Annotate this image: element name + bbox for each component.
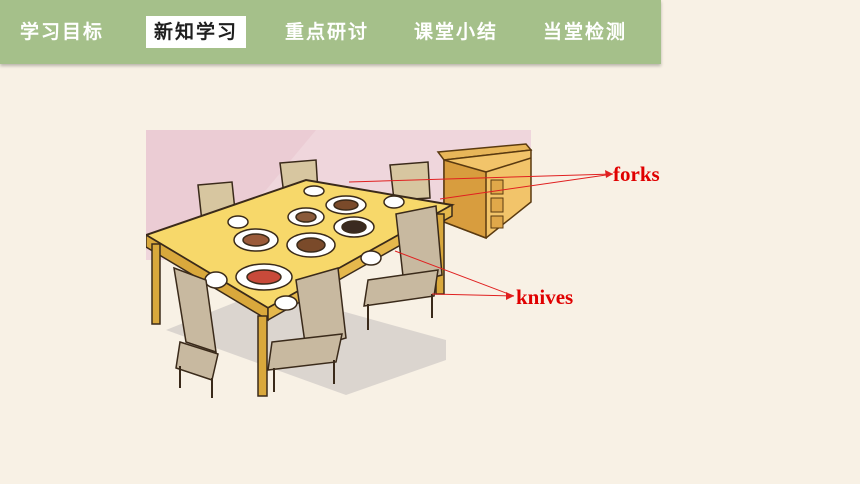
tab-class-test[interactable]: 当堂检测 [543, 21, 628, 43]
dining-table-illustration [143, 130, 533, 402]
chair-legs [179, 294, 433, 398]
knives-label: knives [516, 285, 574, 309]
plates [204, 185, 405, 311]
forks-label: forks [613, 162, 660, 186]
tab-class-summary[interactable]: 课堂小结 [414, 21, 499, 43]
tab-new-knowledge[interactable]: 新知学习 [146, 16, 247, 48]
dining-room-picture [143, 130, 533, 398]
top-nav-bar: 学习目标 新知学习 重点研讨 课堂小结 当堂检测 [0, 0, 661, 64]
tab-key-discussion[interactable]: 重点研讨 [285, 21, 370, 43]
cabinet [436, 143, 533, 240]
tab-learning-goals[interactable]: 学习目标 [20, 21, 105, 43]
